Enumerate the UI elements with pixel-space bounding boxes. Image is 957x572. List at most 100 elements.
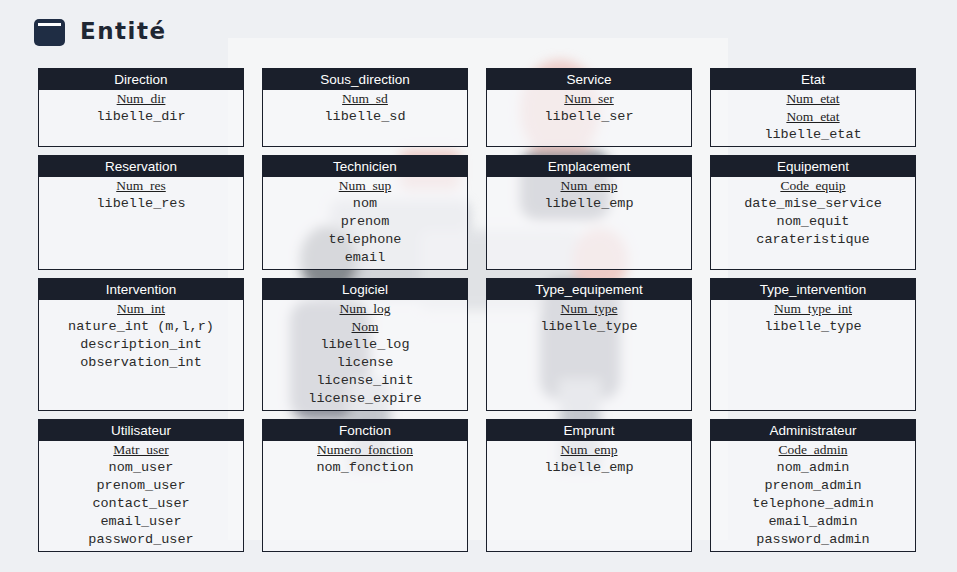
attribute-list: Matr_usernom_userprenom_usercontact_user… bbox=[39, 441, 243, 549]
attribute: libelle_etat bbox=[711, 126, 915, 144]
attribute: email_user bbox=[39, 513, 243, 531]
attribute: libelle_emp bbox=[487, 195, 691, 213]
entity-header: Reservation bbox=[39, 156, 243, 177]
key-attribute: Num_int bbox=[39, 300, 243, 318]
entity-box: Type_equipementNum_typelibelle_type bbox=[486, 278, 692, 411]
attribute: prenom_user bbox=[39, 477, 243, 495]
entity-box: FonctionNumero_fonctionnom_fonction bbox=[262, 419, 468, 552]
attribute-list: Num_etatNom_etatlibelle_etat bbox=[711, 90, 915, 144]
attribute: nature_int (m,l,r) bbox=[39, 318, 243, 336]
entity-header: Logiciel bbox=[263, 279, 467, 300]
key-attribute: Num_emp bbox=[487, 177, 691, 195]
entity-box: ServiceNum_serlibelle_ser bbox=[486, 68, 692, 147]
attribute: password_user bbox=[39, 531, 243, 549]
attribute: telephone bbox=[263, 231, 467, 249]
entity-box: InterventionNum_intnature_int (m,l,r)des… bbox=[38, 278, 244, 411]
attribute-list: Num_emplibelle_emp bbox=[487, 177, 691, 213]
entity-box: AdministrateurCode_adminnom_adminprenom_… bbox=[710, 419, 916, 552]
key-attribute: Nom_etat bbox=[711, 108, 915, 126]
attribute-list: Num_supnomprenomtelephoneemail bbox=[263, 177, 467, 267]
key-attribute: Code_admin bbox=[711, 441, 915, 459]
attribute: email bbox=[263, 249, 467, 267]
entity-header: Etat bbox=[711, 69, 915, 90]
entity-box: LogicielNum_logNomlibelle_loglicenselice… bbox=[262, 278, 468, 411]
attribute: prenom_admin bbox=[711, 477, 915, 495]
entity-header: Type_intervention bbox=[711, 279, 915, 300]
key-attribute: Num_dir bbox=[39, 90, 243, 108]
title-icon bbox=[34, 19, 66, 47]
key-attribute: Num_log bbox=[263, 300, 467, 318]
attribute: nom bbox=[263, 195, 467, 213]
entity-box: UtilisateurMatr_usernom_userprenom_userc… bbox=[38, 419, 244, 552]
attribute-list: Num_reslibelle_res bbox=[39, 177, 243, 213]
attribute-list: Num_emplibelle_emp bbox=[487, 441, 691, 477]
key-attribute: Num_etat bbox=[711, 90, 915, 108]
key-attribute: Num_sup bbox=[263, 177, 467, 195]
attribute: license_init bbox=[263, 372, 467, 390]
key-attribute: Matr_user bbox=[39, 441, 243, 459]
attribute: date_mise_service bbox=[711, 195, 915, 213]
entity-header: Intervention bbox=[39, 279, 243, 300]
attribute: contact_user bbox=[39, 495, 243, 513]
entity-box: ReservationNum_reslibelle_res bbox=[38, 155, 244, 270]
entity-header: Direction bbox=[39, 69, 243, 90]
attribute: license bbox=[263, 354, 467, 372]
attribute: nom_equit bbox=[711, 213, 915, 231]
key-attribute: Num_type_int bbox=[711, 300, 915, 318]
attribute: license_expire bbox=[263, 390, 467, 408]
entity-box: EmplacementNum_emplibelle_emp bbox=[486, 155, 692, 270]
attribute: libelle_emp bbox=[487, 459, 691, 477]
attribute-list: Code_equipdate_mise_servicenom_equitcara… bbox=[711, 177, 915, 249]
key-attribute: Num_ser bbox=[487, 90, 691, 108]
attribute: libelle_log bbox=[263, 336, 467, 354]
attribute-list: Num_sdlibelle_sd bbox=[263, 90, 467, 126]
key-attribute: Nom bbox=[263, 318, 467, 336]
attribute: email_admin bbox=[711, 513, 915, 531]
entity-header: Technicien bbox=[263, 156, 467, 177]
entity-box: Type_interventionNum_type_intlibelle_typ… bbox=[710, 278, 916, 411]
attribute-list: Num_serlibelle_ser bbox=[487, 90, 691, 126]
attribute: nom_fonction bbox=[263, 459, 467, 477]
attribute-list: Num_dirlibelle_dir bbox=[39, 90, 243, 126]
attribute-list: Num_typelibelle_type bbox=[487, 300, 691, 336]
entity-header: Equipement bbox=[711, 156, 915, 177]
entity-header: Emprunt bbox=[487, 420, 691, 441]
attribute: libelle_type bbox=[711, 318, 915, 336]
entity-header: Utilisateur bbox=[39, 420, 243, 441]
attribute: nom_admin bbox=[711, 459, 915, 477]
attribute: libelle_type bbox=[487, 318, 691, 336]
entity-header: Administrateur bbox=[711, 420, 915, 441]
key-attribute: Code_equip bbox=[711, 177, 915, 195]
entity-header: Fonction bbox=[263, 420, 467, 441]
entity-box: DirectionNum_dirlibelle_dir bbox=[38, 68, 244, 147]
entity-box: TechnicienNum_supnomprenomtelephoneemail bbox=[262, 155, 468, 270]
attribute: libelle_res bbox=[39, 195, 243, 213]
attribute: nom_user bbox=[39, 459, 243, 477]
attribute: libelle_sd bbox=[263, 108, 467, 126]
key-attribute: Num_type bbox=[487, 300, 691, 318]
page-title: Entité bbox=[80, 18, 167, 44]
attribute-list: Num_intnature_int (m,l,r)description_int… bbox=[39, 300, 243, 372]
attribute: description_int bbox=[39, 336, 243, 354]
entity-header: Service bbox=[487, 69, 691, 90]
key-attribute: Num_res bbox=[39, 177, 243, 195]
entity-box: EquipementCode_equipdate_mise_servicenom… bbox=[710, 155, 916, 270]
entity-box: EmpruntNum_emplibelle_emp bbox=[486, 419, 692, 552]
attribute-list: Num_type_intlibelle_type bbox=[711, 300, 915, 336]
attribute-list: Numero_fonctionnom_fonction bbox=[263, 441, 467, 477]
attribute-list: Num_logNomlibelle_loglicenselicense_init… bbox=[263, 300, 467, 408]
attribute: prenom bbox=[263, 213, 467, 231]
attribute-list: Code_adminnom_adminprenom_admintelephone… bbox=[711, 441, 915, 549]
key-attribute: Numero_fonction bbox=[263, 441, 467, 459]
attribute: telephone_admin bbox=[711, 495, 915, 513]
key-attribute: Num_emp bbox=[487, 441, 691, 459]
attribute: password_admin bbox=[711, 531, 915, 549]
attribute: libelle_dir bbox=[39, 108, 243, 126]
key-attribute: Num_sd bbox=[263, 90, 467, 108]
entity-box: EtatNum_etatNom_etatlibelle_etat bbox=[710, 68, 916, 147]
entity-header: Type_equipement bbox=[487, 279, 691, 300]
attribute: libelle_ser bbox=[487, 108, 691, 126]
attribute: carateristique bbox=[711, 231, 915, 249]
entity-header: Sous_direction bbox=[263, 69, 467, 90]
attribute: observation_int bbox=[39, 354, 243, 372]
